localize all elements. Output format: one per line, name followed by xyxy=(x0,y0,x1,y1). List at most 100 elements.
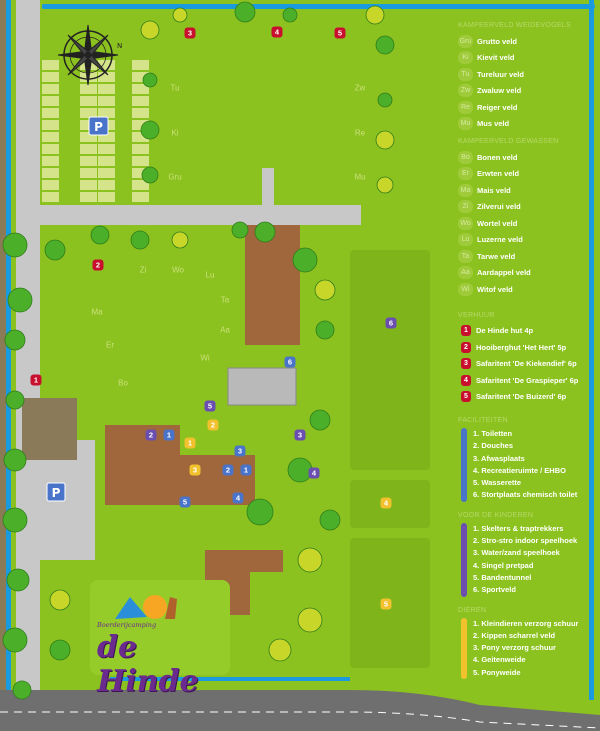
parking-spots xyxy=(42,60,149,202)
legend-item-label: Safaritent 'De Buizerd' 6p xyxy=(476,392,567,402)
tree-icon xyxy=(375,130,395,150)
field-abbr-badge: Ta xyxy=(458,249,473,263)
legend-title-verhuur: VERHUUR xyxy=(458,311,495,319)
ditch-east xyxy=(589,0,594,700)
tree-icon xyxy=(4,329,26,351)
tree-icon xyxy=(5,390,25,410)
parking-spot xyxy=(98,168,115,178)
field-label: Mu xyxy=(354,172,366,182)
map-marker-facilities: 4 xyxy=(232,492,244,504)
legend-item-label: Tarwe veld xyxy=(477,251,516,261)
parking-spot xyxy=(132,60,149,70)
field-label: Ta xyxy=(220,295,230,305)
tree-icon xyxy=(292,247,318,273)
parking-spot xyxy=(98,96,115,106)
legend-item-label: Kievit veld xyxy=(477,53,515,63)
parking-spot xyxy=(42,72,59,82)
compass-north-label: N xyxy=(117,42,122,50)
legend-item-label: Mus veld xyxy=(477,119,510,129)
tree-icon xyxy=(376,176,394,194)
field-label: Bo xyxy=(118,378,128,388)
field-abbr-badge: Wi xyxy=(458,282,473,296)
field-abbr-badge: Aa xyxy=(458,266,473,280)
trees xyxy=(2,1,395,700)
legend-item-label: Aardappel veld xyxy=(477,268,531,278)
parking-spot xyxy=(42,156,59,166)
map-marker-kids: 5 xyxy=(204,400,216,412)
tree-icon xyxy=(6,568,30,592)
map-marker-facilities: 2 xyxy=(222,464,234,476)
building-grey xyxy=(227,367,297,406)
tree-icon xyxy=(2,627,28,653)
legend-item: 4. Recreatieruimte / EHBO xyxy=(473,465,566,475)
tree-icon xyxy=(315,320,335,340)
map-marker-animals: 5 xyxy=(380,598,392,610)
tree-icon xyxy=(234,1,256,23)
legend-title-kinderen: VOOR DE KINDEREN xyxy=(458,511,534,519)
rental-number-badge: 5 xyxy=(461,391,471,403)
parking-spot xyxy=(98,144,115,154)
map-marker-rental: 1 xyxy=(30,374,42,386)
map-marker-animals: 2 xyxy=(207,419,219,431)
legend-item: 3. Afwasplaats xyxy=(473,453,525,463)
parking-spot xyxy=(80,84,97,94)
parking-spot xyxy=(80,144,97,154)
map-marker-animals: 4 xyxy=(380,497,392,509)
rental-number-badge: 3 xyxy=(461,358,471,370)
compass-rose-icon xyxy=(57,24,119,86)
parking-spot xyxy=(132,192,149,202)
map-marker-animals: 3 xyxy=(189,464,201,476)
parking-sign-south xyxy=(46,482,66,502)
legend-item: Aa Aardappel veld xyxy=(458,265,588,282)
legend-item-label: Tureluur veld xyxy=(477,69,524,79)
legend-item-label: Bonen veld xyxy=(477,152,518,162)
campsite-logo: Boerderijcamping de Hinde xyxy=(95,585,225,699)
map-marker-facilities: 1 xyxy=(240,464,252,476)
legend-item: 5. Bandentunnel xyxy=(473,572,532,582)
legend-item: 1. Kleindieren verzorg schuur xyxy=(473,618,579,628)
legend-title-weidevogels: KAMPEERVELD WEIDEVOGELS xyxy=(458,22,571,29)
parking-spot xyxy=(132,108,149,118)
tree-icon xyxy=(3,448,27,472)
legend-item: 5. Wasserette xyxy=(473,478,522,488)
field-abbr-badge: Re xyxy=(458,100,473,114)
map-marker-rental: 5 xyxy=(334,27,346,39)
road-north-branch xyxy=(262,168,274,208)
tree-icon xyxy=(309,409,331,431)
parking-spot xyxy=(42,192,59,202)
parking-spot xyxy=(98,132,115,142)
tree-icon xyxy=(377,92,393,108)
map-marker-facilities: 1 xyxy=(163,429,175,441)
field-label: Re xyxy=(354,128,366,138)
building-annex xyxy=(245,550,283,572)
parking-spot xyxy=(98,84,115,94)
rental-number-badge: 1 xyxy=(461,325,471,337)
legend-item-label: Safaritent 'De Graspieper' 6p xyxy=(476,375,579,385)
tree-icon xyxy=(2,232,28,258)
tree-icon xyxy=(365,5,385,25)
map-marker-facilities: 6 xyxy=(284,356,296,368)
parking-spot xyxy=(80,96,97,106)
facilities-color-bar xyxy=(461,428,467,502)
logo-name: de Hinde xyxy=(97,630,199,699)
legend-title-dieren: DIEREN xyxy=(458,606,487,614)
legend-item: 5. Ponyweide xyxy=(473,667,521,677)
parking-spot xyxy=(132,120,149,130)
parking-spot xyxy=(132,156,149,166)
field-abbr-badge: Zi xyxy=(458,200,473,214)
ditch-west xyxy=(6,0,11,700)
field-label: Gru xyxy=(168,172,182,182)
parking-spot xyxy=(80,192,97,202)
parking-spot xyxy=(42,168,59,178)
map-marker-animals: 1 xyxy=(184,437,196,449)
legend-item-label: Reiger veld xyxy=(477,102,518,112)
map-marker-kids: 3 xyxy=(294,429,306,441)
parking-sign-north xyxy=(88,116,109,136)
field-label: Lu xyxy=(205,270,215,280)
tree-icon xyxy=(231,221,249,239)
parking-spot xyxy=(80,168,97,178)
